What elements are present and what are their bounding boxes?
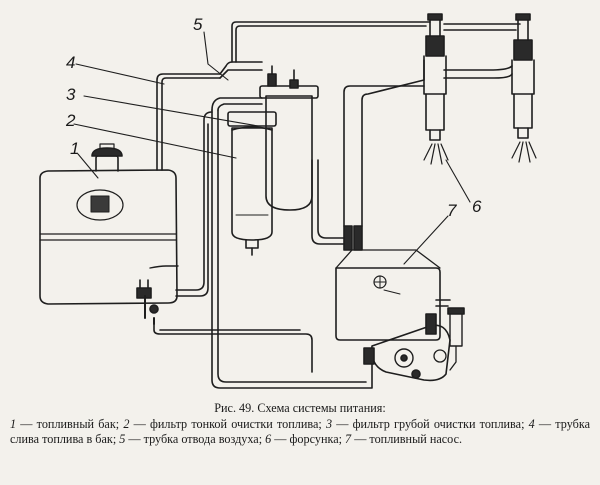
leader-3 — [83, 95, 259, 127]
leader-lines — [73, 31, 471, 265]
legend-text: — фильтр тонкой очистки топлива; — [129, 416, 326, 431]
fuel-tank — [39, 143, 179, 325]
leader-7 — [403, 215, 449, 265]
leader-6 — [445, 159, 471, 203]
legend-num: 1 — [10, 416, 17, 431]
legend-text: — форсунка; — [271, 432, 346, 447]
leader-5 — [203, 31, 229, 81]
fuel-pump — [335, 225, 465, 382]
legend-text: — топливный бак; — [16, 416, 124, 431]
callout-5: 5 — [193, 15, 203, 34]
callout-1: 1 — [70, 139, 80, 158]
legend-num: 3 — [326, 416, 333, 431]
legend-num: 6 — [265, 432, 272, 447]
figure-caption: Рис. 49. Схема системы питания: 1 — топл… — [10, 401, 590, 448]
callout-3: 3 — [66, 85, 76, 104]
legend-num: 5 — [119, 432, 126, 447]
caption-title: Рис. 49. Схема системы питания: — [214, 401, 386, 415]
coarse-filter — [259, 65, 319, 211]
caption-legend: 1 — топливный бак; 2 — фильтр тонкой очи… — [10, 417, 590, 448]
leader-1 — [77, 153, 99, 179]
callout-7: 7 — [447, 201, 457, 220]
legend-text: — трубка слива топлива в бак; — [10, 416, 590, 447]
legend-num: 2 — [123, 416, 130, 431]
leader-2 — [73, 123, 237, 159]
callout-2: 2 — [66, 111, 76, 130]
callout-4: 4 — [66, 53, 76, 72]
injectors — [423, 13, 537, 165]
legend-num: 7 — [345, 432, 352, 447]
fine-filter — [227, 111, 277, 256]
legend-text: — трубка отвода воздуха; — [125, 432, 266, 447]
leader-4 — [75, 63, 165, 85]
fuel-system-diagram — [39, 13, 537, 389]
legend-num: 4 — [528, 416, 535, 431]
callout-6: 6 — [472, 197, 482, 216]
fuel-lines — [153, 21, 521, 389]
legend-text: — фильтр грубой очистки топлива; — [332, 416, 529, 431]
legend-text: — топливный насос. — [351, 432, 463, 447]
